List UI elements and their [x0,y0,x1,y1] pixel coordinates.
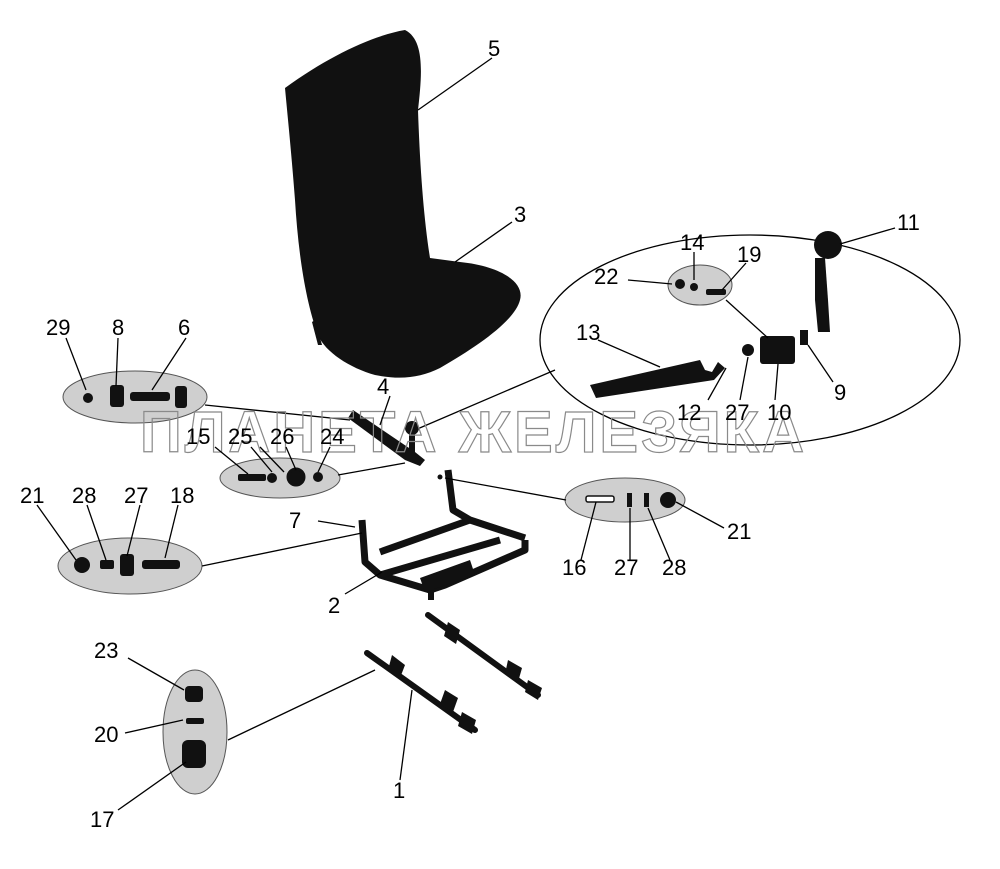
callout-2: 2 [328,593,340,618]
callout-leaders [36,57,896,811]
parts-23-20-17 [182,686,206,768]
seat-body [285,30,521,378]
seat-frame [358,469,529,600]
callout-17: 17 [90,807,114,832]
callout-14: 14 [680,230,704,255]
parts-29-8-6 [83,385,187,408]
parts-16-27-28-21 [585,492,676,508]
callout-25: 25 [228,424,252,449]
callout-3: 3 [514,202,526,227]
callout-7: 7 [289,508,301,533]
lever-part [348,410,425,466]
parts-21-28-27-18 [74,554,180,576]
handle-parts [590,231,842,398]
callout-16: 16 [562,555,586,580]
callout-28-left: 28 [72,483,96,508]
seat-rails [364,612,542,734]
callout-11: 11 [897,210,920,235]
callout-15: 15 [186,424,210,449]
callout-24: 24 [320,424,344,449]
callout-1: 1 [393,778,405,803]
callout-6: 6 [178,315,190,340]
callout-12: 12 [677,400,701,425]
seat-backrest [285,30,521,378]
callout-27-right: 27 [614,555,638,580]
callout-28-right: 28 [662,555,686,580]
callout-27-left: 27 [124,483,148,508]
callout-29: 29 [46,315,70,340]
callout-18: 18 [170,483,194,508]
watermark-text: ПЛАНЕТА ЖЕЛЕЗЯКА [140,400,807,465]
callout-21-right: 21 [727,519,751,544]
callout-labels: 5 3 11 14 19 22 13 12 27 10 9 4 29 8 6 1… [20,36,920,832]
seat-leg [312,320,322,345]
callout-23: 23 [94,638,118,663]
callout-26: 26 [270,424,294,449]
ellipse-parts-15-25-26-24 [219,457,341,499]
callout-9: 9 [834,380,846,405]
callout-4: 4 [377,374,389,399]
callout-13: 13 [576,320,600,345]
handle-detail-ellipse [539,234,961,446]
ellipse-parts-23-20-17 [162,669,228,795]
callout-5: 5 [488,36,500,61]
callout-27-handle: 27 [725,400,749,425]
callout-19: 19 [737,242,761,267]
callout-8: 8 [112,315,124,340]
callout-10: 10 [767,400,791,425]
callout-20: 20 [94,722,118,747]
callout-21-left: 21 [20,483,44,508]
callout-22: 22 [594,264,618,289]
